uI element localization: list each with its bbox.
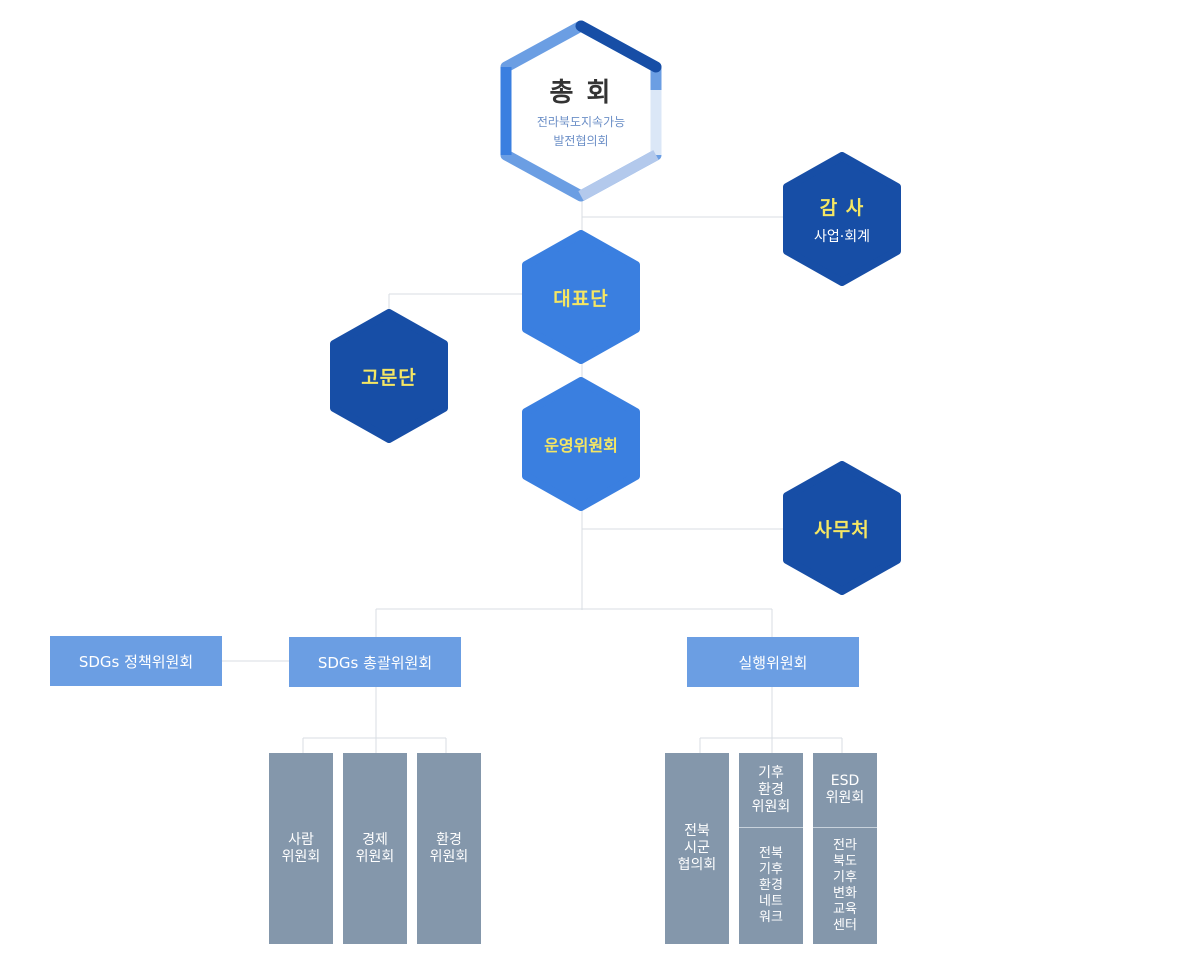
esd-bottom-line1: 전라 [833,838,857,853]
sdgs-policy-committee-label: SDGs 정책위원회 [78,652,194,671]
audit-node: 감 사 사업·회계 [780,152,904,286]
people-committee-line2: 위원회 [281,848,321,865]
esd-committee-column: ESD 위원회 전라 북도 기후 변화 교육 센터 [813,753,877,944]
hexagon-outline-icon [500,20,662,202]
esd-top-line2: 위원회 [825,790,865,806]
secretariat-node: 사무처 [780,461,904,595]
environment-committee-line1: 환경 [436,831,462,848]
people-committee-line1: 사람 [288,831,314,848]
operating-committee-node: 운영위원회 [519,377,643,511]
representative-title: 대표단 [553,287,609,310]
esd-bottom-line3: 기후 [833,870,857,885]
economy-committee-column: 경제 위원회 [343,753,407,944]
climate-top-line2: 환경 [758,781,784,798]
advisory-node: 고문단 [327,309,451,443]
climate-bottom-line5: 워크 [759,910,783,925]
esd-top-line1: ESD [830,773,860,789]
general-assembly-node: 총 회 전라북도지속가능 발전협의회 [500,20,662,202]
people-committee-column: 사람 위원회 [269,753,333,944]
executive-committee-box: 실행위원회 [687,637,859,687]
hexagon-icon [783,152,901,286]
sdgs-general-committee-label: SDGs 총괄위원회 [317,653,433,672]
secretariat-title: 사무처 [814,518,870,541]
hexagon-icon [783,461,901,595]
general-assembly-subtitle-1: 전라북도지속가능 [536,114,626,129]
climate-top-line3: 위원회 [751,798,791,815]
audit-subtitle: 사업·회계 [814,228,870,245]
general-assembly-subtitle-2: 발전협의회 [553,133,609,148]
hexagon-icon [522,230,640,364]
sdgs-general-committee-box: SDGs 총괄위원회 [289,637,461,687]
representative-node: 대표단 [519,230,643,364]
climate-divider [739,827,803,828]
esd-bottom-line2: 북도 [833,854,857,869]
hexagon-icon [330,309,448,443]
environment-committee-column: 환경 위원회 [417,753,481,944]
executive-committee-label: 실행위원회 [738,653,808,672]
climate-committee-column: 기후 환경 위원회 전북 기후 환경 네트 워크 [739,753,803,944]
economy-committee-line2: 위원회 [355,848,395,865]
climate-bottom-line2: 기후 [759,862,783,877]
hexagon-icon [522,377,640,511]
esd-bottom-line6: 센터 [833,918,857,933]
jeonbuk-council-line1: 전북 [684,823,710,839]
jeonbuk-council-line2: 시군 [684,840,710,856]
esd-bottom-line4: 변화 [833,886,857,901]
climate-bottom-line3: 환경 [759,878,783,893]
esd-bottom-line5: 교육 [833,902,857,917]
sdgs-policy-committee-box: SDGs 정책위원회 [50,636,222,686]
advisory-title: 고문단 [361,366,417,389]
esd-divider [813,827,877,828]
climate-top-line1: 기후 [758,764,784,781]
economy-committee-line1: 경제 [362,831,388,848]
operating-committee-title: 운영위원회 [544,436,618,455]
audit-title: 감 사 [819,196,865,219]
general-assembly-title: 총 회 [549,77,613,108]
environment-committee-line2: 위원회 [429,848,469,865]
climate-bottom-line4: 네트 [759,894,783,909]
jeonbuk-council-column: 전북 시군 협의회 [665,753,729,944]
climate-bottom-line1: 전북 [759,846,783,861]
jeonbuk-council-line3: 협의회 [677,857,717,873]
